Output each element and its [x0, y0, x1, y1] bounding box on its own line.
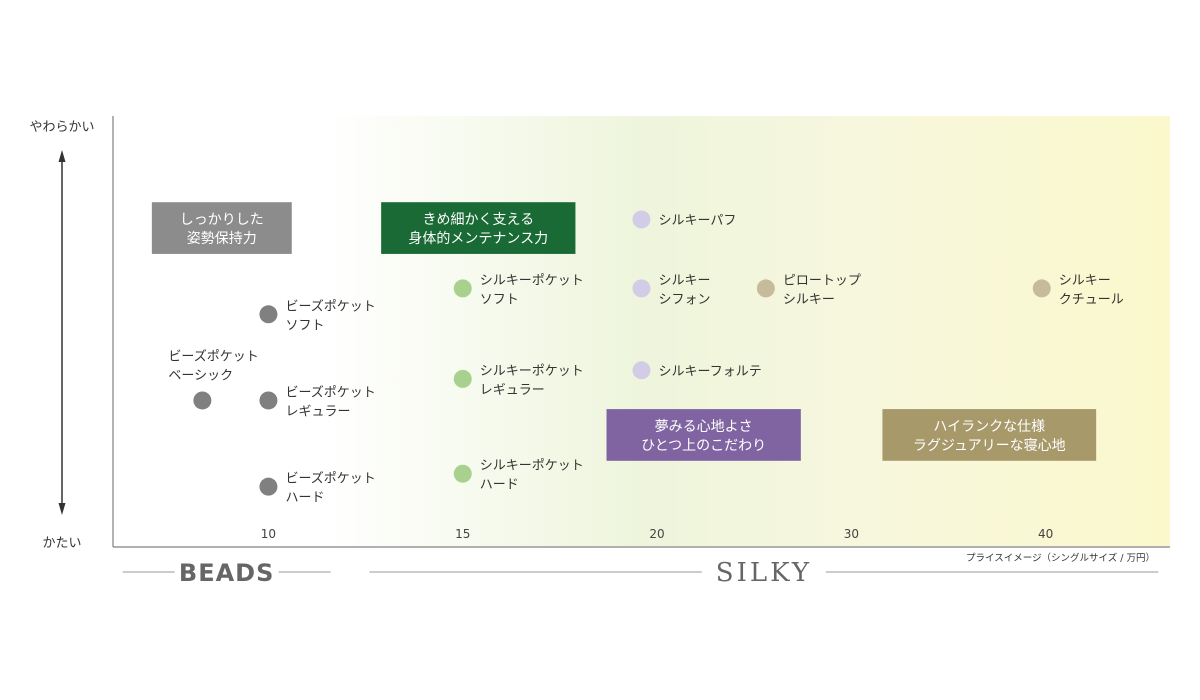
annotation-text: きめ細かく支える [422, 212, 534, 228]
data-point-label: シルキー [783, 292, 835, 307]
y-axis-top-label: やわらかい [29, 120, 94, 135]
plot-background [113, 116, 1170, 546]
data-point-label: シフォン [659, 292, 711, 307]
data-point-label: ハード [480, 478, 519, 493]
data-point-label: シルキー [659, 273, 711, 288]
data-point [193, 391, 212, 410]
annotation-text: 姿勢保持力 [187, 231, 257, 247]
data-points: ビーズポケットソフトビーズポケットベーシックビーズポケットレギュラービーズポケッ… [168, 210, 1124, 506]
data-point-label: ソフト [480, 292, 519, 307]
group-brand-bands: BEADS SILKY [122, 558, 1159, 588]
annotation-text: ハイランクな仕様 [933, 419, 1045, 435]
data-point [1032, 279, 1051, 298]
softness-arrow-head-down [58, 503, 66, 515]
data-point-label: シルキーフォルテ [659, 364, 762, 379]
data-point [632, 210, 651, 229]
data-point-label: シルキーポケット [480, 364, 584, 379]
data-point [259, 305, 278, 324]
annotation-box [606, 409, 801, 461]
data-point [453, 369, 472, 388]
data-point [259, 391, 278, 410]
x-tick-label: 40 [1038, 527, 1053, 541]
data-point [756, 279, 775, 298]
annotation-text: 夢みる心地よさ [655, 419, 753, 435]
annotation-text: しっかりした [180, 212, 264, 228]
annotation-text: ひとつ上のこだわり [641, 438, 766, 454]
x-tick-label: 10 [261, 527, 276, 541]
annotation-text: ラグジュアリーな寝心地 [913, 437, 1066, 454]
data-point-label: ピロートップ [783, 273, 861, 288]
x-axis-caption: プライスイメージ（シングルサイズ / 万円） [966, 552, 1155, 564]
group-label: BEADS [179, 559, 274, 587]
data-point-label: ビーズポケット [285, 471, 375, 487]
y-axis-bottom-label: かたい [42, 536, 81, 551]
annotation-box [882, 409, 1097, 461]
data-point-label: クチュール [1059, 292, 1124, 307]
data-point-label: レギュラー [480, 383, 545, 398]
data-point [259, 477, 278, 496]
data-point-label: ベーシック [168, 368, 233, 383]
data-point [453, 464, 472, 483]
x-tick-label: 15 [455, 527, 470, 541]
data-point-label: シルキーポケット [480, 273, 584, 288]
group-label: SILKY [716, 558, 812, 588]
annotation-box [151, 202, 292, 254]
x-tick-label: 30 [844, 527, 859, 541]
data-point-label: シルキーパフ [659, 213, 737, 228]
data-point-label: ソフト [285, 318, 324, 333]
annotation-box [381, 202, 576, 254]
data-point [632, 279, 651, 298]
data-point [453, 279, 472, 298]
data-point-label: シルキーポケット [480, 459, 584, 474]
data-point-label: レギュラー [285, 404, 350, 419]
data-point [632, 361, 651, 380]
x-axis-ticks: 10 15 20 30 40 [261, 527, 1053, 541]
annotation-text: 身体的メンテナンス力 [408, 231, 548, 247]
data-point-label: ビーズポケット [285, 298, 375, 314]
data-point-label: ビーズポケット [285, 384, 375, 400]
x-tick-label: 20 [649, 527, 664, 541]
data-point-label: シルキー [1059, 273, 1111, 288]
softness-arrow-head-up [58, 150, 66, 162]
data-point-label: ハード [285, 491, 324, 506]
data-point-label: ビーズポケット [168, 348, 258, 364]
